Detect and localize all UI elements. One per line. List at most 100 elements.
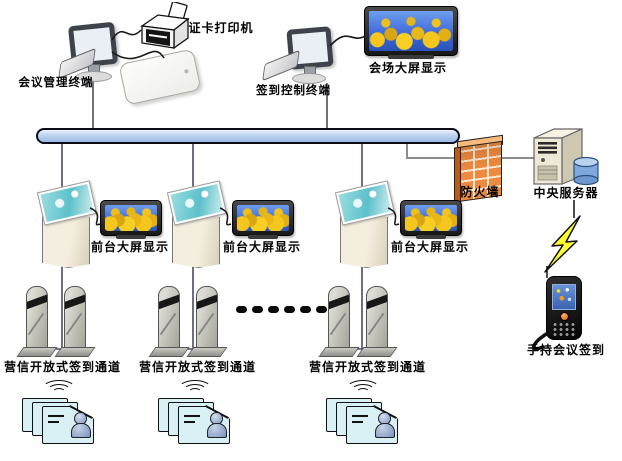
card-text-line — [48, 415, 64, 417]
card-text-line — [352, 415, 368, 417]
rfid-cards-icon — [18, 380, 96, 448]
server-grill — [537, 165, 558, 181]
pillar-band — [367, 292, 387, 311]
person-icon — [375, 423, 395, 438]
signin-kiosk-icon — [166, 180, 230, 268]
card-text-line — [48, 421, 59, 423]
frontdesk-display-screen — [405, 205, 457, 231]
pillar-slash — [367, 312, 385, 336]
frontdesk-display-icon — [100, 200, 162, 239]
server-power-button — [541, 158, 545, 162]
printer-slot — [148, 34, 168, 39]
signin-control-terminal-label: 签到控制终端 — [256, 83, 331, 97]
kiosk-pedestal — [172, 212, 220, 268]
pillar-slash — [159, 312, 177, 336]
tv-stand — [248, 235, 278, 239]
gate-channel-icon — [318, 286, 398, 358]
gate-channel-label-2: 营信开放式签到通道 — [139, 360, 257, 374]
gate-base — [54, 347, 96, 357]
radio-waves-icon — [178, 380, 212, 398]
handheld-keypad — [552, 322, 575, 338]
pillar-slash — [329, 312, 347, 336]
person-icon — [71, 423, 91, 438]
frontdesk-display-screen — [105, 205, 157, 231]
gate-base — [186, 347, 228, 357]
dot — [236, 306, 247, 313]
database-cylinder-icon — [573, 156, 599, 168]
rfid-cards-icon — [322, 380, 400, 448]
frontdesk-display-label-1: 前台大屏显示 — [90, 240, 169, 254]
frontdesk-display-screen — [237, 205, 289, 231]
link-bus-to-firewall — [406, 140, 459, 159]
pillar-band — [159, 292, 179, 311]
monitor-base — [292, 73, 326, 84]
radio-waves-icon — [346, 380, 380, 398]
dot — [284, 306, 295, 313]
monitor-base — [76, 71, 112, 82]
venue-display-icon — [364, 6, 458, 59]
server-vent — [538, 146, 557, 150]
frontdesk-display-icon — [400, 200, 462, 239]
central-server-icon — [533, 128, 599, 186]
frontdesk-display-icon — [232, 200, 294, 239]
dot — [252, 306, 263, 313]
database-bottom — [573, 174, 599, 186]
handheld-terminal-label: 手持会议签到 — [526, 343, 605, 357]
pillar-slash — [197, 312, 215, 336]
network-bus — [36, 128, 460, 144]
pillar-band — [329, 292, 349, 311]
card-text-line — [184, 415, 200, 417]
venue-display-label: 会场大屏显示 — [368, 61, 447, 75]
gate-channel-label-3: 营信开放式签到通道 — [309, 360, 427, 374]
signin-kiosk-icon — [36, 180, 100, 268]
gate-pillar — [196, 286, 218, 350]
card-printer-label: 证卡打印机 — [188, 21, 254, 35]
dot — [300, 306, 311, 313]
server-vent — [538, 151, 557, 154]
gate-pillar — [328, 286, 350, 350]
frontdesk-display-label-2: 前台大屏显示 — [222, 240, 301, 254]
card-text-line — [352, 421, 363, 423]
ellipsis-dots — [236, 306, 327, 313]
card-text-line — [184, 421, 195, 423]
frontdesk-display-label-3: 前台大屏显示 — [390, 240, 469, 254]
central-server-label: 中央服务器 — [533, 186, 599, 200]
gate-pillar — [64, 286, 86, 350]
pillar-slash — [27, 312, 45, 336]
firewall-label: 防火墙 — [460, 185, 500, 199]
printer-panel — [146, 29, 170, 46]
dot — [316, 306, 327, 313]
management-terminal-label: 会议管理终端 — [18, 75, 94, 89]
pillar-band — [65, 292, 85, 311]
person-icon — [207, 423, 227, 438]
handheld-screen — [552, 284, 576, 310]
card-printer-icon — [140, 2, 190, 50]
gate-base — [16, 347, 58, 357]
gate-channel-icon — [148, 286, 228, 358]
pillar-slash — [65, 312, 83, 336]
handheld-terminal-icon — [540, 272, 590, 344]
tv-stand — [388, 55, 434, 59]
handheld-body — [546, 276, 582, 340]
dot — [268, 306, 279, 313]
pad-indicator-dot — [184, 69, 189, 74]
radio-waves-icon — [42, 380, 76, 398]
rfid-cards-icon — [154, 380, 232, 448]
gate-base — [148, 347, 190, 357]
gate-channel-icon — [16, 286, 96, 358]
gate-pillar — [26, 286, 48, 350]
gate-base — [318, 347, 360, 357]
signin-control-terminal-icon — [240, 0, 360, 100]
venue-display-screen — [369, 11, 453, 51]
gate-base — [356, 347, 398, 357]
gate-channel-label-1: 营信开放式签到通道 — [4, 360, 122, 374]
tv-stand — [116, 235, 146, 239]
pillar-band — [27, 292, 47, 311]
gate-pillar — [366, 286, 388, 350]
server-vent — [538, 142, 557, 145]
signin-kiosk-icon — [334, 180, 398, 268]
management-terminal-icon — [0, 0, 140, 100]
pillar-band — [197, 292, 217, 311]
handheld-orange-button — [560, 312, 569, 321]
